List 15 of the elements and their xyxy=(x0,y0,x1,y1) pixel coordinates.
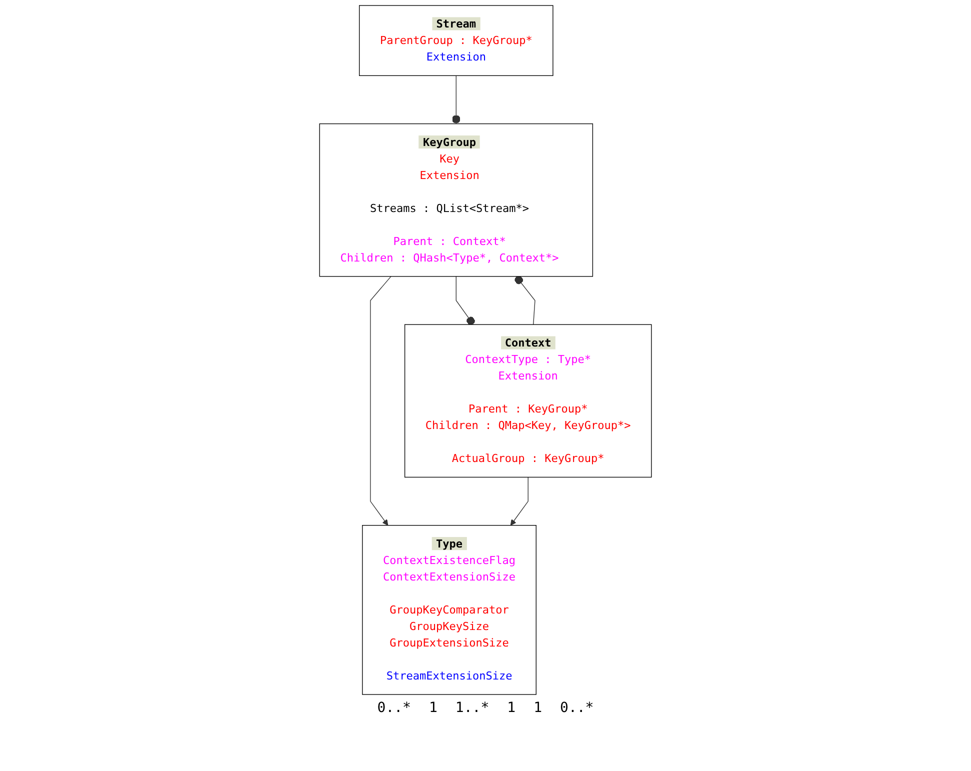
multiplicity-label: 1 xyxy=(534,700,542,716)
multiplicity-label: 0..* xyxy=(560,700,594,716)
connector xyxy=(452,75,460,124)
node-box: KeyGroup Key Extension Streams : QList<Stream*> Parent : Context* Children : QHash<Type*, Context*> xyxy=(319,123,594,277)
arrow xyxy=(510,476,528,526)
multiplicity-label: 0..* xyxy=(377,700,411,716)
node-box: Type ContextExistenceFlag ContextExtensionSize GroupKeyComparator GroupKeySize GroupExtensionSize StreamExtensionSize xyxy=(362,525,536,695)
node-box: Context ContextType : Type* Extension Parent : KeyGroup* Children : QMap<Key, KeyGroup*> ActualGroup : KeyGroup* xyxy=(404,324,652,478)
connector xyxy=(456,276,475,326)
arrow xyxy=(370,276,392,526)
multiplicity-label: 1 xyxy=(507,700,516,716)
node-box: Stream ParentGroup : KeyGroup* Extension xyxy=(359,5,554,76)
connector xyxy=(514,276,536,325)
multiplicity-label: 1 xyxy=(428,700,438,716)
multiplicity-label: 1..* xyxy=(455,700,490,716)
